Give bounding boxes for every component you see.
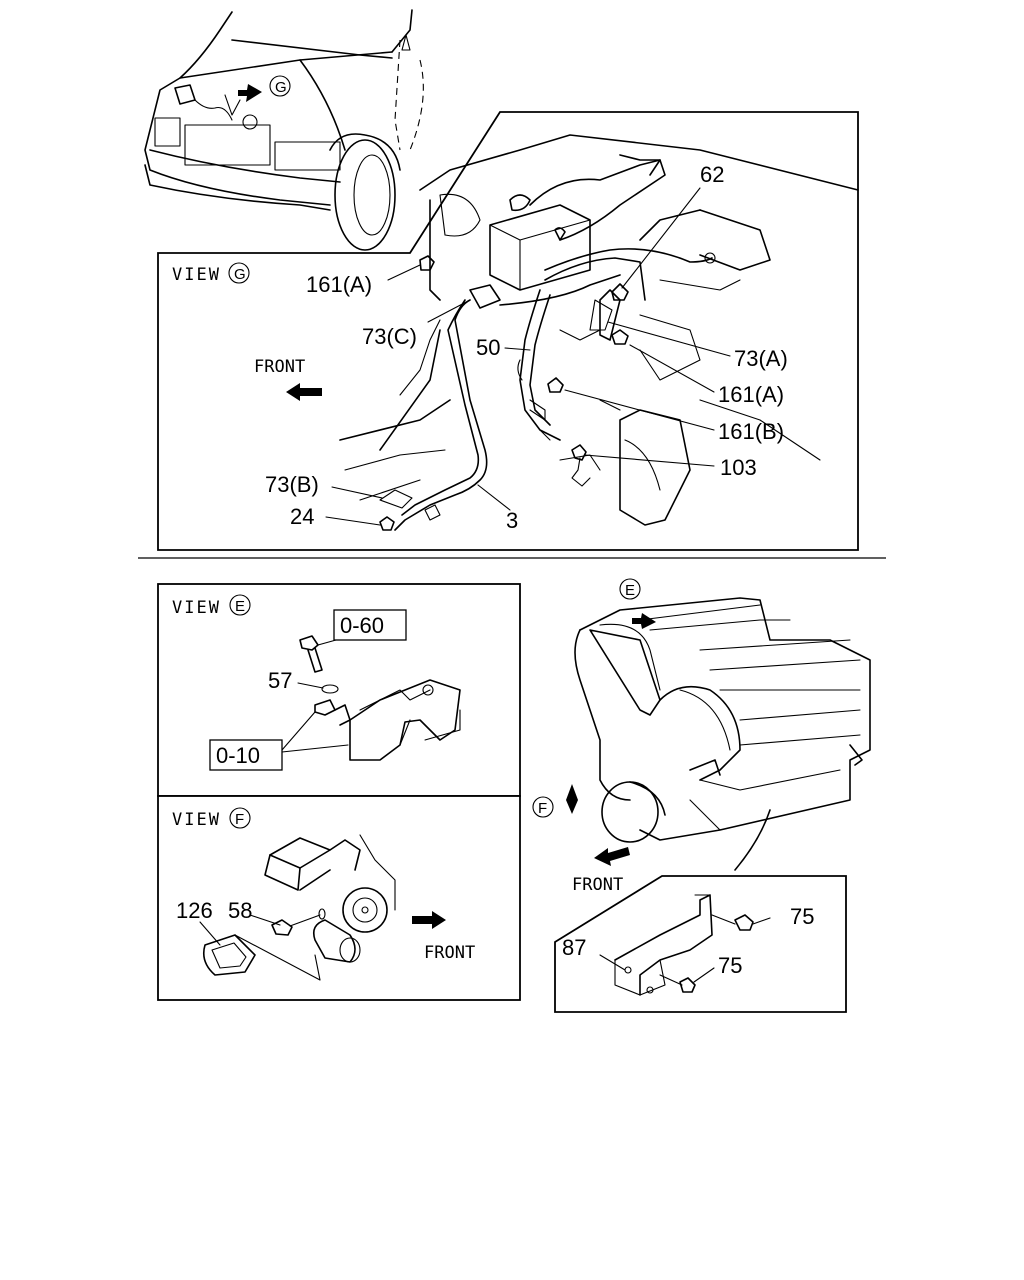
label-57: 57 — [268, 668, 292, 693]
bracket-73b — [379, 489, 413, 509]
view-g-title: VIEW — [172, 265, 221, 285]
view-g-callout-circle — [269, 75, 291, 97]
view-e-callout-circle — [619, 578, 641, 600]
view-g-frame — [157, 111, 859, 551]
bracket-sketch — [599, 894, 771, 996]
view-g-part-markers — [379, 255, 629, 531]
engine-bay-sketch — [339, 134, 859, 531]
view-g-front-label: FRONT — [254, 357, 305, 377]
label-58: 58 — [228, 898, 252, 923]
label-3: 3 — [506, 508, 518, 533]
label-62: 62 — [700, 162, 724, 187]
box-0-10 — [209, 739, 283, 771]
label-0-60: 0-60 — [340, 613, 384, 638]
view-g-letter-circle — [228, 262, 250, 284]
label-50: 50 — [476, 335, 500, 360]
engine-front-label: FRONT — [572, 875, 623, 895]
view-g-callout-letter: G — [275, 79, 287, 96]
view-f-frame — [157, 795, 521, 1001]
bracket-inset-frame — [554, 875, 847, 1013]
label-75-bottom: 75 — [718, 953, 742, 978]
nut-161b — [547, 377, 564, 393]
box-0-60 — [333, 609, 407, 641]
view-f-callout-letter: F — [538, 800, 547, 817]
view-f-letter: F — [235, 811, 244, 828]
label-24: 24 — [290, 504, 314, 529]
view-e-title: VIEW — [172, 598, 221, 618]
view-e-letter-circle — [229, 594, 251, 616]
view-f-letter-circle — [229, 807, 251, 829]
view-f-arrow-icon — [566, 784, 578, 814]
car-front-sketch: G — [144, 9, 424, 251]
label-161a-right: 161(A) — [718, 382, 784, 407]
view-e-arrow-icon — [632, 613, 656, 629]
nut-161a-right — [611, 329, 629, 345]
label-161b: 161(B) — [718, 419, 784, 444]
label-73c: 73(C) — [362, 324, 417, 349]
view-g-front-arrow-icon — [286, 383, 322, 401]
engine-front-arrow-icon — [594, 847, 630, 866]
bolt-24 — [379, 516, 395, 531]
view-f-title: VIEW — [172, 810, 221, 830]
view-e-callout-letter: E — [625, 582, 635, 599]
nut-161a-top — [419, 255, 435, 271]
label-103: 103 — [720, 455, 757, 480]
view-e-letter: E — [235, 598, 245, 615]
label-126: 126 — [176, 898, 213, 923]
label-0-10: 0-10 — [216, 743, 260, 768]
engine-sketch — [574, 597, 871, 871]
label-73a: 73(A) — [734, 346, 788, 371]
view-f-sketch — [199, 834, 396, 981]
nut-62 — [611, 283, 629, 301]
view-g-letter: G — [234, 266, 246, 283]
label-161a-top: 161(A) — [306, 272, 372, 297]
view-g-leaders — [325, 187, 731, 526]
view-f-front-arrow-icon — [412, 911, 446, 929]
bracket-73a — [589, 299, 613, 331]
bolt-103 — [571, 444, 587, 461]
label-75-top: 75 — [790, 904, 814, 929]
label-87: 87 — [562, 935, 586, 960]
view-f-front-label: FRONT — [424, 943, 475, 963]
view-g-arrow-icon — [238, 84, 262, 102]
view-f-callout-circle — [532, 796, 554, 818]
view-e-sketch — [281, 635, 461, 761]
label-73b: 73(B) — [265, 472, 319, 497]
